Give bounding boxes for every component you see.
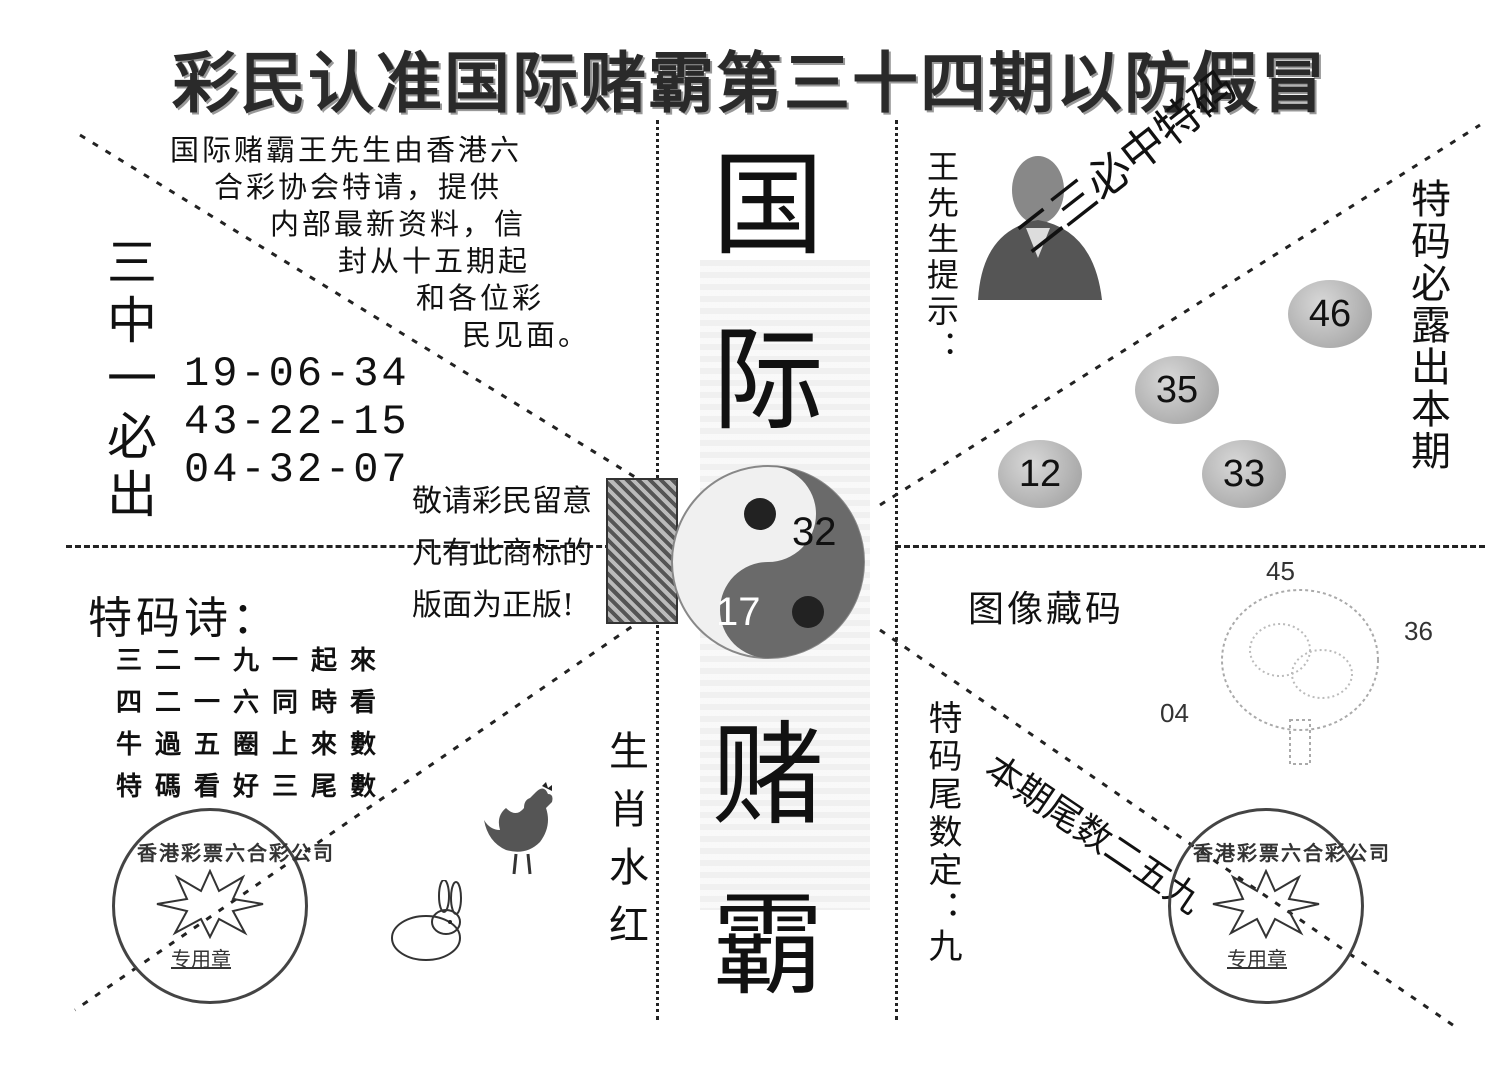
hidden-number: 45 xyxy=(1266,556,1295,586)
number-line: 04-32-07 xyxy=(184,446,410,494)
poem-line: 特碼看好三尾數 xyxy=(116,772,390,802)
stamp-text: 香港彩票六合彩公司 xyxy=(137,841,335,865)
poem-line: 三二一九一起來 xyxy=(116,646,390,676)
starburst-icon xyxy=(156,869,264,939)
official-stamp: 香港彩票六合彩公司 专用章 xyxy=(112,808,333,1004)
official-stamp: 香港彩票六合彩公司 专用章 xyxy=(1168,808,1389,1004)
yin-yang-number: 17 xyxy=(716,590,761,634)
poem-text: 三二一九一起來 四二一六同時看 牛過五圈上來數 特碼看好三尾數 xyxy=(116,640,389,808)
number-ball: 35 xyxy=(1135,356,1219,424)
notice-line: 版面为正版! xyxy=(412,588,575,623)
notice-line: 凡有此商标的 xyxy=(412,536,592,571)
yin-yang-icon xyxy=(671,465,865,659)
divider-right-vertical xyxy=(895,120,898,1020)
center-char: 赌 xyxy=(712,711,824,841)
intro-line: 国际赌霸王先生由香港六 xyxy=(170,133,523,167)
hidden-number: 04 xyxy=(1160,698,1189,728)
sanzhong-label: 三中一必出 xyxy=(99,236,157,526)
stamp-text: 专用章 xyxy=(1227,947,1287,971)
number-ball: 33 xyxy=(1202,440,1286,508)
poem-line: 牛過五圈上來數 xyxy=(116,730,390,760)
intro-line: 和各位彩 xyxy=(416,281,545,315)
notice-line: 敬请彩民留意 xyxy=(412,484,592,519)
intro-line: 内部最新资料，信 xyxy=(270,207,527,241)
intro-line: 封从十五期起 xyxy=(338,244,531,278)
image-code-label: 图像藏码 xyxy=(968,589,1125,630)
center-char: 国 xyxy=(712,141,824,271)
intro-line: 合彩协会特请，提供 xyxy=(214,170,503,204)
number-ball: 12 xyxy=(998,440,1082,508)
number-line: 19-06-34 xyxy=(184,350,410,398)
divider-right-horizontal xyxy=(895,545,1485,548)
stamp-text: 专用章 xyxy=(171,947,231,971)
stamp-text: 香港彩票六合彩公司 xyxy=(1193,841,1391,865)
zodiac-label: 生肖水红 xyxy=(602,730,648,962)
rabbit-icon xyxy=(391,880,462,961)
tree-icon xyxy=(1221,589,1379,765)
poem-title: 特码诗： xyxy=(88,593,280,644)
intro-line: 民见面。 xyxy=(462,318,591,352)
yin-yang-number: 32 xyxy=(792,510,837,554)
hint-label: 王先生提示： xyxy=(922,150,960,366)
starburst-icon xyxy=(1212,869,1320,939)
center-char: 际 xyxy=(712,316,824,446)
vertical-note: 特码必露出本期 xyxy=(1404,178,1450,472)
portrait-image xyxy=(978,156,1102,300)
number-line: 43-22-15 xyxy=(184,398,410,446)
rooster-icon xyxy=(484,782,553,875)
notice-text: 敬请彩民留意 凡有此商标的 版面为正版! xyxy=(412,476,592,632)
poem-line: 四二一六同時看 xyxy=(116,688,390,718)
page-title: 彩民认准国际赌霸第三十四期以防假冒 xyxy=(172,45,1328,122)
tail-number-note: 特码尾数定：九 xyxy=(922,700,962,966)
intro-text: 国际赌霸王先生由香港六 合彩协会特请，提供 内部最新资料，信 封从十五期起 和各… xyxy=(150,132,630,354)
sanzhong-numbers: 19-06-34 43-22-15 04-32-07 xyxy=(184,350,410,494)
divider-left-horizontal xyxy=(66,545,656,548)
center-char: 霸 xyxy=(712,881,824,1011)
number-ball: 46 xyxy=(1288,280,1372,348)
hidden-number: 36 xyxy=(1404,616,1433,646)
